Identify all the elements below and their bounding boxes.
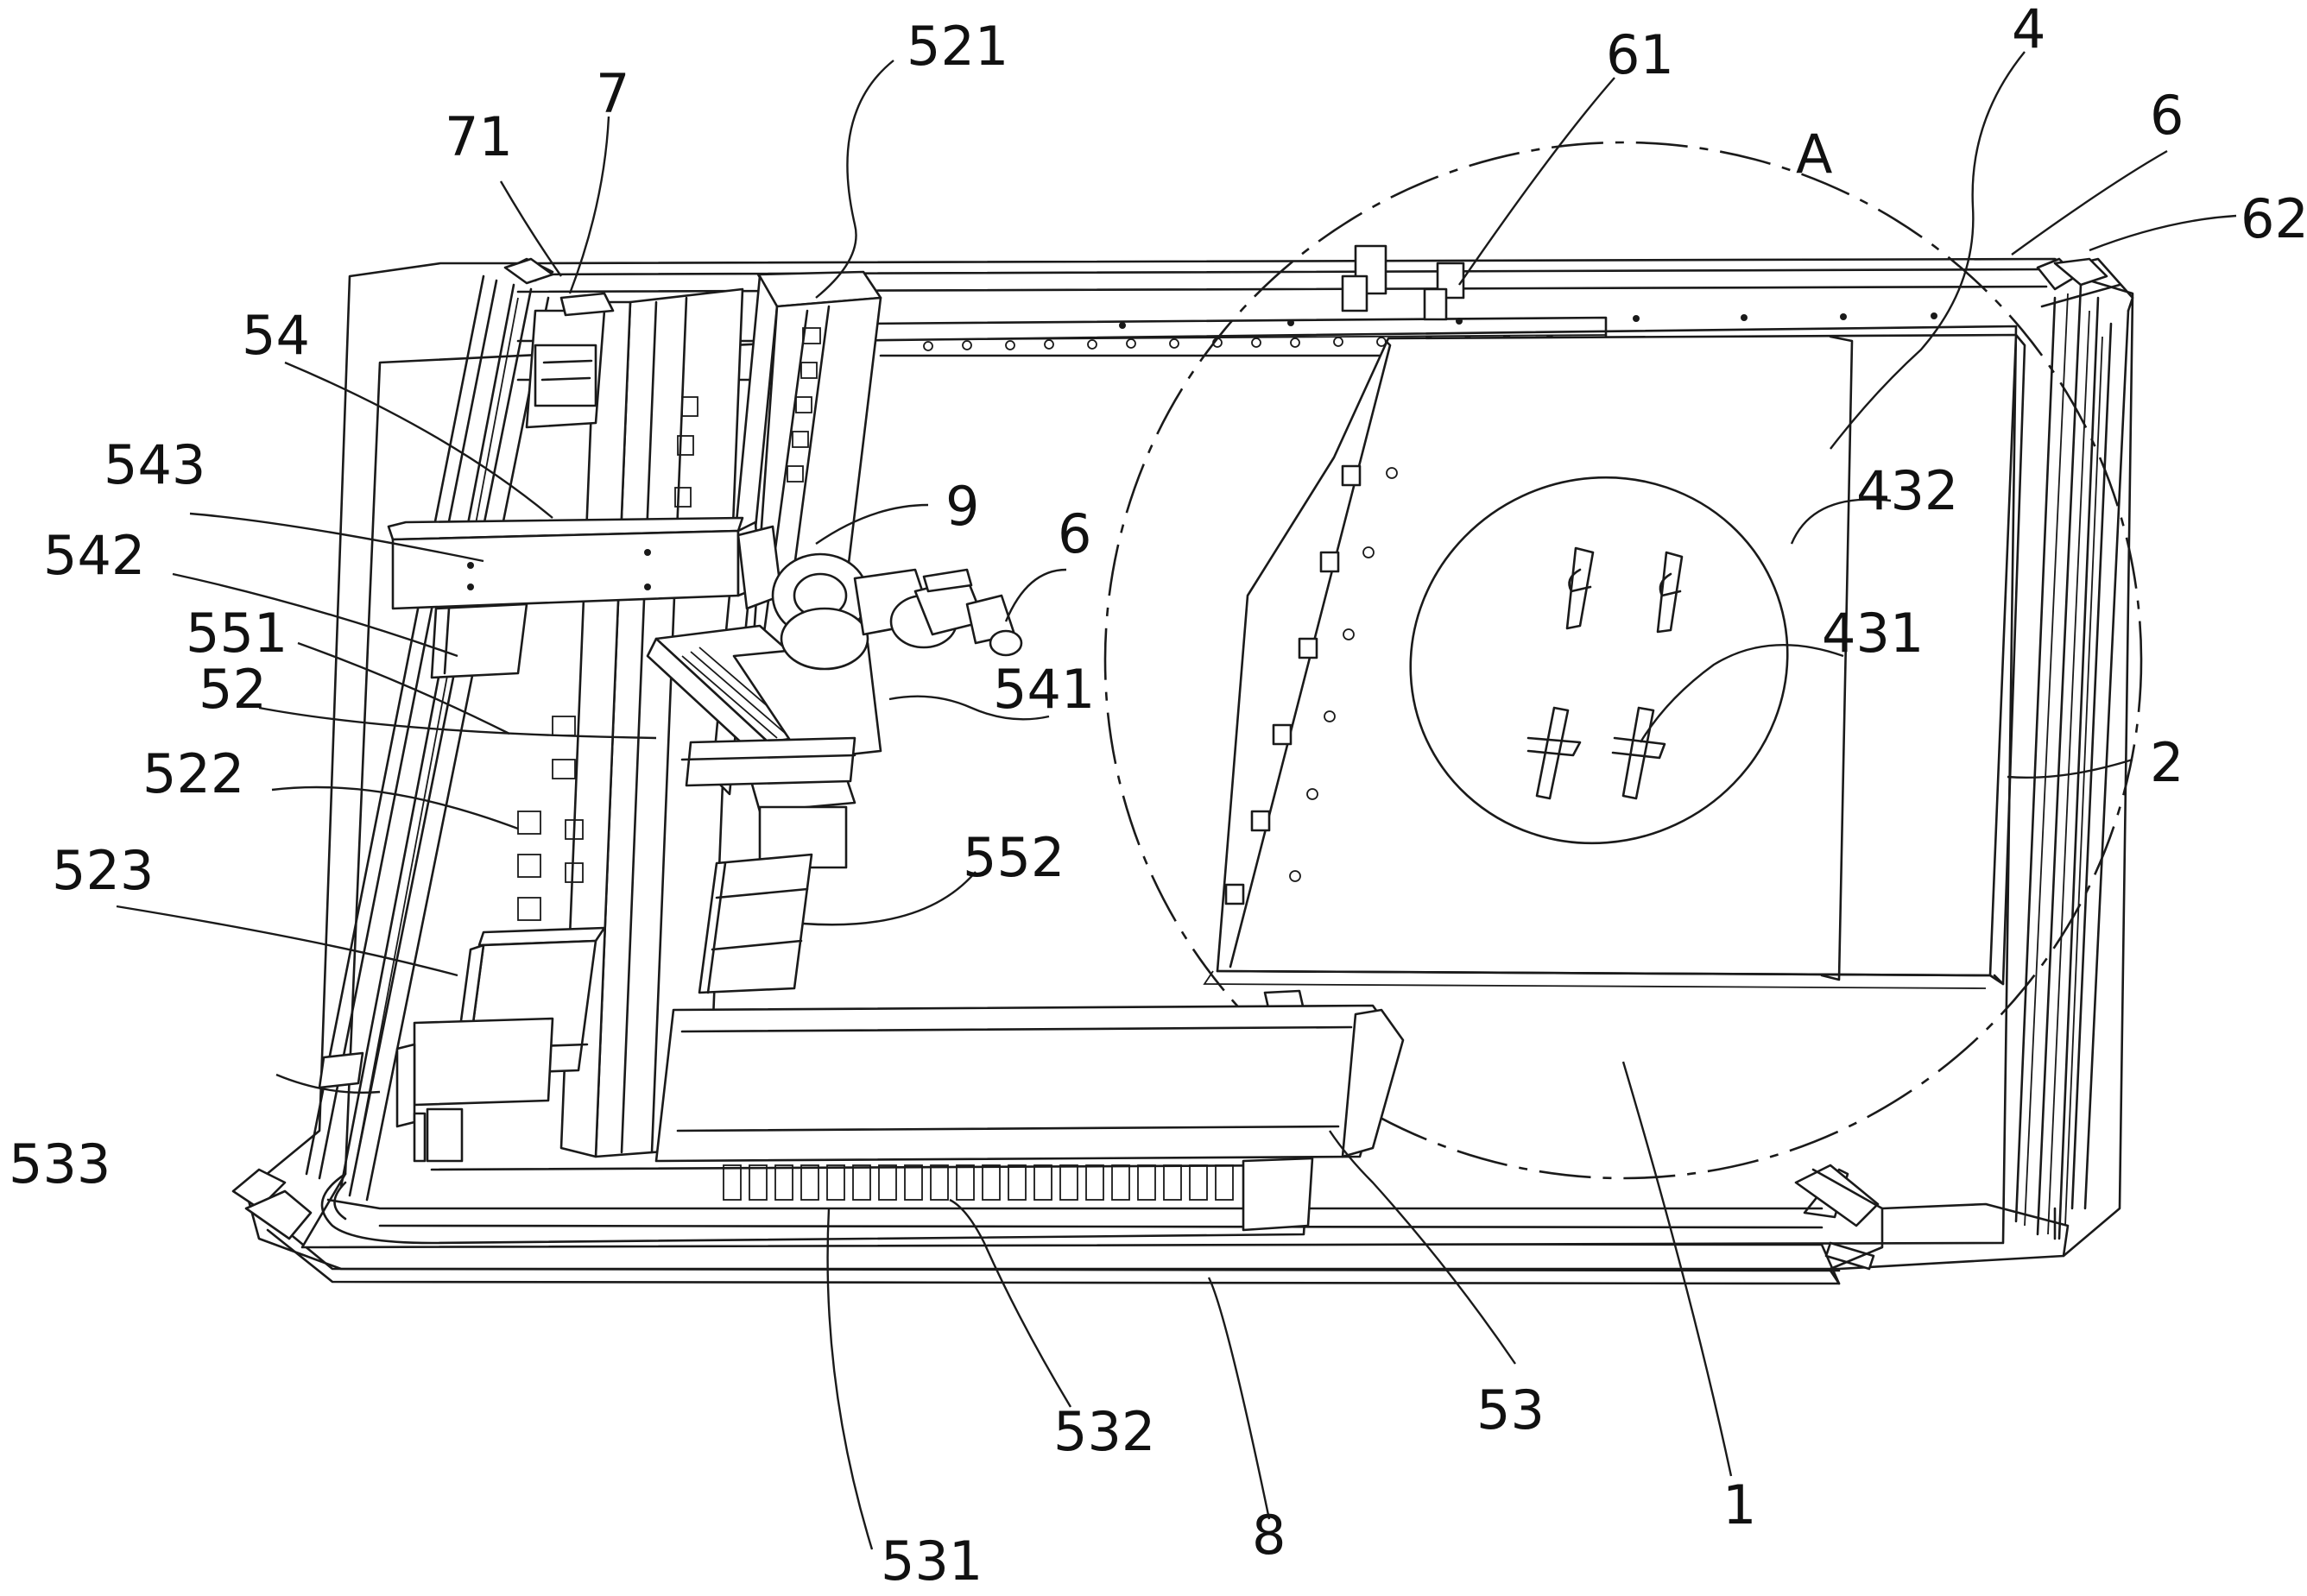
callout-6-top: 6 <box>2150 84 2184 147</box>
callout-521: 521 <box>907 15 1008 78</box>
callout-2: 2 <box>2150 731 2184 794</box>
callout-61: 61 <box>1606 23 1674 86</box>
callout-62: 62 <box>2241 187 2307 250</box>
detail-label-a: A <box>1796 123 1832 186</box>
callout-7: 7 <box>596 62 629 125</box>
callout-543: 543 <box>104 433 205 496</box>
callout-52: 52 <box>199 658 267 721</box>
callout-533: 533 <box>9 1132 111 1195</box>
callout-9: 9 <box>945 475 979 538</box>
callout-71: 71 <box>445 105 513 168</box>
callout-531: 531 <box>881 1530 983 1593</box>
callout-542: 542 <box>43 524 145 587</box>
callout-552: 552 <box>963 826 1065 889</box>
callout-522: 522 <box>142 742 244 805</box>
callout-551: 551 <box>186 602 288 665</box>
callout-541: 541 <box>993 658 1095 721</box>
callout-431: 431 <box>1822 602 1924 665</box>
callout-4: 4 <box>2012 0 2045 60</box>
callout-432: 432 <box>1856 459 1958 522</box>
callout-8: 8 <box>1252 1504 1286 1567</box>
callout-523: 523 <box>52 839 154 902</box>
callout-54: 54 <box>242 304 310 367</box>
callout-53: 53 <box>1476 1378 1545 1441</box>
callout-1: 1 <box>1722 1473 1756 1536</box>
callout-6-mid: 6 <box>1058 502 1091 565</box>
callout-532: 532 <box>1053 1400 1155 1463</box>
